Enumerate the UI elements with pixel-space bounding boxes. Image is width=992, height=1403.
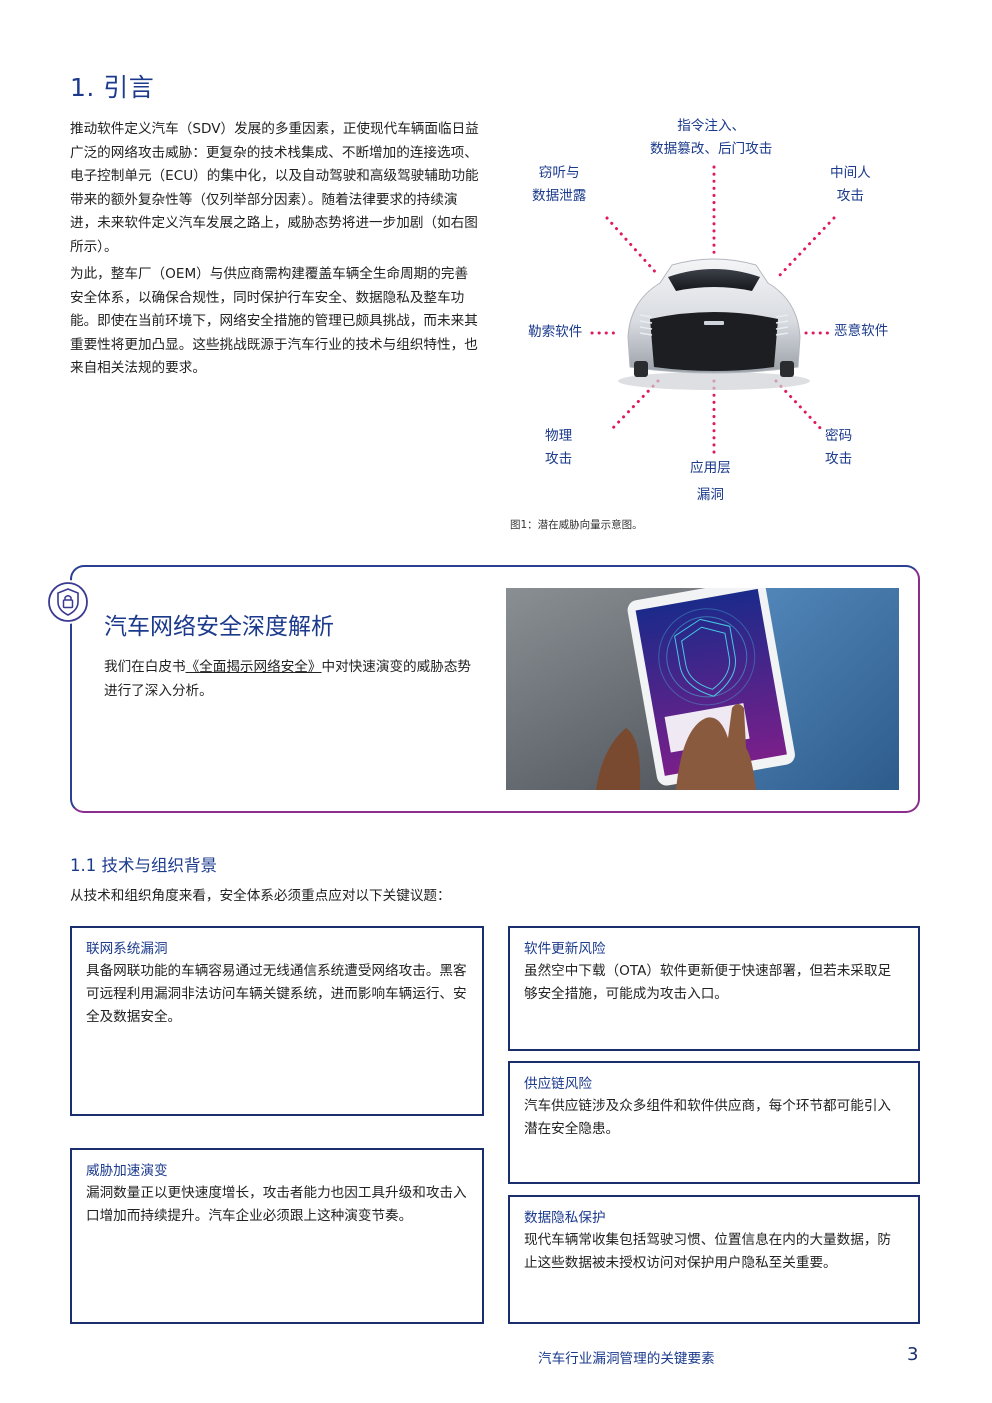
card-text: 漏洞数量正以更快速度增长，攻击者能力也因工具升级和攻击入口增加而持续提升。汽车企… xyxy=(86,1185,467,1224)
page-title: 1. 引言 xyxy=(70,73,155,102)
line-bottomright xyxy=(774,379,824,432)
card-text: 汽车供应链涉及众多组件和软件供应商，每个环节都可能引入潜在安全隐患。 xyxy=(524,1098,892,1137)
threat-vector-diagram: 指令注入、 数据篡改、后门攻击 窃听与 数据泄露 中间人 攻击 勒索软件 恶意软… xyxy=(500,105,920,515)
card-software-update-risk: 软件更新风险 虽然空中下载（OTA）软件更新便于快速部署，但若未采取足够安全措施… xyxy=(508,926,920,1051)
figure-caption: 图1：潜在威胁向量示意图。 xyxy=(510,519,643,531)
line-bottomleft xyxy=(609,379,660,432)
card-title: 威胁加速演变 xyxy=(86,1163,168,1179)
threat-label-eavesdropping: 窃听与 数据泄露 xyxy=(532,165,587,204)
threat-label-app-layer: 应用层 漏洞 xyxy=(690,460,731,503)
card-title: 软件更新风险 xyxy=(524,941,606,957)
threat-diagram-graphic xyxy=(590,165,836,459)
card-supply-chain-risk: 供应链风险 汽车供应链涉及众多组件和软件供应商，每个环节都可能引入潜在安全隐患。 xyxy=(508,1061,920,1184)
threat-dotted-lines xyxy=(590,165,836,459)
threat-label-injection: 指令注入、 数据篡改、后门攻击 xyxy=(650,118,773,157)
line-topleft xyxy=(605,216,660,277)
card-text: 虽然空中下载（OTA）软件更新便于快速部署，但若未采取足够安全措施，可能成为攻击… xyxy=(524,963,892,1002)
card-threat-evolution: 威胁加速演变 漏洞数量正以更快速度增长，攻击者能力也因工具升级和攻击入口增加而持… xyxy=(70,1148,484,1324)
whitepaper-link[interactable]: 《全面揭示网络安全》 xyxy=(185,659,322,675)
car-illustration xyxy=(618,258,810,390)
footer-doc-title: 汽车行业漏洞管理的关键要素 xyxy=(538,1351,715,1367)
tablet-photo xyxy=(506,588,899,790)
lock-icon xyxy=(48,582,88,622)
callout-title: 汽车网络安全深度解析 xyxy=(104,614,334,640)
lock-icon-badge xyxy=(46,580,90,624)
card-data-privacy: 数据隐私保护 现代车辆常收集包括驾驶习惯、位置信息在内的大量数据，防止这些数据被… xyxy=(508,1195,920,1324)
line-topright xyxy=(778,216,836,277)
card-connected-vulnerabilities: 联网系统漏洞 具备网联功能的车辆容易通过无线通信系统遭受网络攻击。黑客可远程利用… xyxy=(70,926,484,1116)
subsection-lead: 从技术和组织角度来看，安全体系必须重点应对以下关键议题： xyxy=(70,888,451,904)
threat-label-physical: 物理 攻击 xyxy=(545,428,573,467)
page-number: 3 xyxy=(907,1344,919,1365)
threat-label-ransomware: 勒索软件 xyxy=(528,324,583,340)
threat-label-mitm: 中间人 攻击 xyxy=(830,165,871,204)
subsection-title: 1.1 技术与组织背景 xyxy=(70,856,217,875)
intro-paragraph-2: 为此，整车厂（OEM）与供应商需构建覆盖车辆全生命周期的完善安全体系，以确保合规… xyxy=(70,266,478,376)
card-title: 数据隐私保护 xyxy=(524,1210,606,1226)
callout-text: 我们在白皮书《全面揭示网络安全》中对快速演变的威胁态势进行了深入分析。 xyxy=(104,659,472,699)
card-title: 联网系统漏洞 xyxy=(86,941,168,957)
card-title: 供应链风险 xyxy=(524,1076,592,1092)
intro-paragraph-1: 推动软件定义汽车（SDV）发展的多重因素，正使现代车辆面临日益广泛的网络攻击威胁… xyxy=(70,121,479,255)
threat-label-malware: 恶意软件 xyxy=(834,323,889,339)
card-text: 具备网联功能的车辆容易通过无线通信系统遭受网络攻击。黑客可远程利用漏洞非法访问车… xyxy=(86,963,467,1025)
threat-label-crypto: 密码 攻击 xyxy=(825,428,853,467)
card-text: 现代车辆常收集包括驾驶习惯、位置信息在内的大量数据，防止这些数据被未授权访问对保… xyxy=(524,1232,892,1271)
whitepaper-callout-box xyxy=(70,565,920,813)
